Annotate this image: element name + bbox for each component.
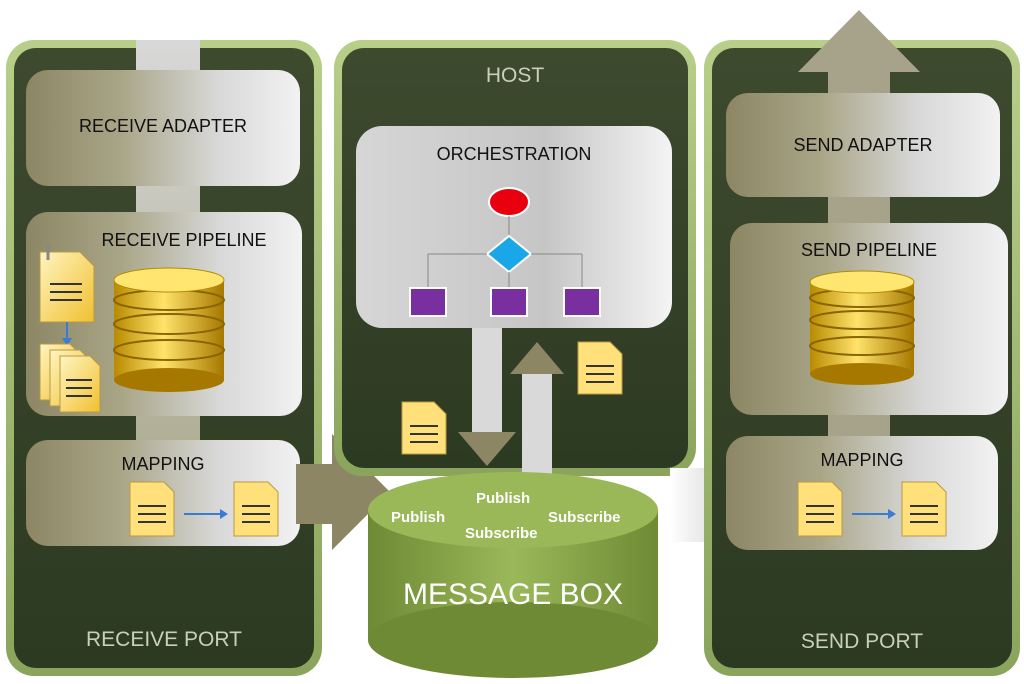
messagebox-up-arrow (510, 342, 564, 480)
send-port-title: SEND PORT (800, 630, 924, 653)
send-database-icon (809, 270, 915, 385)
send-mapping-graphics (797, 481, 947, 537)
orchestration-down-arrow (458, 328, 516, 466)
task-node-1 (409, 287, 447, 317)
subscribe-label-2: Subscribe (465, 525, 538, 542)
receive-mapping-graphics (129, 481, 279, 537)
host-document-icon-right (577, 341, 623, 395)
decision-node (485, 234, 533, 274)
document-icon (39, 244, 95, 323)
database-icon (113, 267, 225, 392)
send-adapter-box: SEND ADAPTER (726, 93, 1000, 197)
message-box-cylinder (368, 472, 658, 678)
target-document-icon (233, 481, 279, 537)
receive-pipeline-graphics (39, 244, 225, 413)
subscribe-label-1: Subscribe (548, 509, 621, 526)
task-node-2 (490, 287, 528, 317)
source-document-icon (129, 481, 175, 537)
receive-pipeline-label: RECEIVE PIPELINE (101, 230, 267, 250)
start-node (488, 187, 530, 217)
source-document-icon (797, 481, 843, 537)
receive-adapter-box: RECEIVE ADAPTER (26, 70, 300, 186)
publish-label-1: Publish (476, 490, 531, 507)
send-mapping-box: MAPPING (726, 436, 998, 550)
send-pipeline-label: SEND PIPELINE (800, 240, 938, 260)
orchestration-label: ORCHESTRATION (436, 144, 592, 164)
host-document-icon-left (401, 401, 447, 455)
send-adapter-label: SEND ADAPTER (793, 135, 933, 155)
receive-mapping-label: MAPPING (121, 454, 205, 474)
publish-label-2: Publish (391, 509, 446, 526)
message-box-title: MESSAGE BOX (402, 578, 624, 611)
send-mapping-label: MAPPING (820, 450, 904, 470)
receive-to-messagebox-arrow (296, 434, 390, 550)
receive-adapter-label: RECEIVE ADAPTER (78, 116, 248, 136)
receive-port-title: RECEIVE PORT (86, 628, 242, 651)
host-title: HOST (485, 64, 545, 87)
orchestration-flowchart (409, 187, 601, 317)
target-document-icon (901, 481, 947, 537)
task-node-3 (563, 287, 601, 317)
documents-stack-icon (39, 343, 101, 413)
